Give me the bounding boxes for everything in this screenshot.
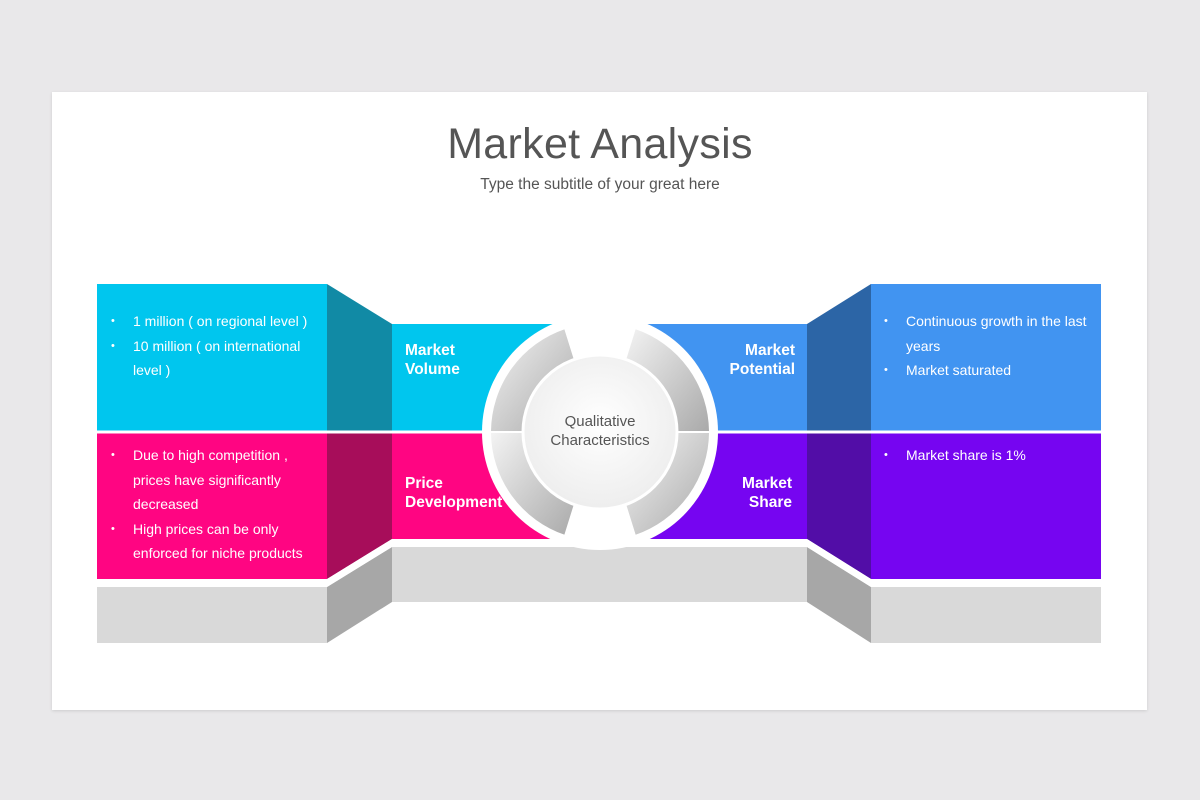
center-disc (521, 353, 679, 511)
list-item: 1 million ( on regional level ) (97, 309, 325, 334)
label-market-share: Market Share (742, 475, 792, 511)
label-price-development: Price Development (405, 475, 503, 511)
bullets-top-left: 1 million ( on regional level ) 10 milli… (97, 309, 325, 383)
list-item: 10 million ( on international level ) (97, 334, 325, 383)
bullets-bottom-right: Market share is 1% (870, 443, 1100, 468)
base-right-slope (807, 547, 871, 643)
list-item: Market share is 1% (870, 443, 1100, 468)
list-item: Due to high competition , prices have si… (97, 443, 317, 517)
label-market-potential: Market Potential (729, 342, 795, 378)
page-subtitle: Type the subtitle of your great here (480, 176, 720, 193)
list-item: Continuous growth in the last years (870, 309, 1100, 358)
list-item: High prices can be only enforced for nic… (97, 517, 317, 566)
label-market-volume: Market Volume (405, 342, 460, 378)
base-right (871, 587, 1101, 643)
bullets-top-right: Continuous growth in the last years Mark… (870, 309, 1100, 383)
slope-bottom-left (327, 433, 392, 579)
base-left-slope (327, 547, 392, 643)
base-center (392, 547, 807, 602)
slope-top-left (327, 284, 392, 431)
base-left (97, 587, 327, 643)
bullets-bottom-left: Due to high competition , prices have si… (97, 443, 317, 566)
slope-bottom-right (807, 433, 871, 579)
center-label: Qualitative Characteristics (550, 413, 650, 449)
list-item: Market saturated (870, 358, 1100, 383)
page-title: Market Analysis (447, 120, 753, 168)
slope-top-right (807, 284, 871, 431)
